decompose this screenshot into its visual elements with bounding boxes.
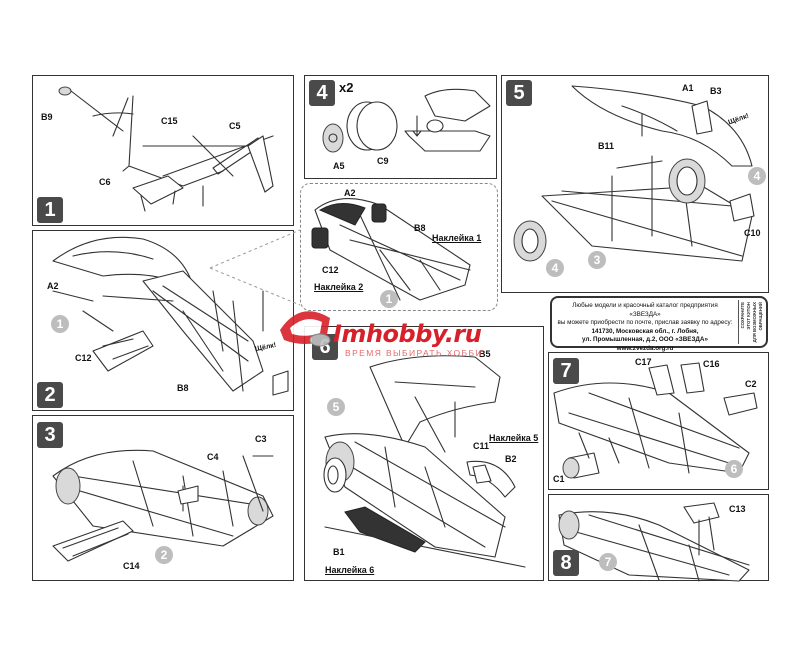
label-c13: C13 — [729, 504, 746, 514]
label-b5: B5 — [479, 349, 491, 359]
step-7-panel: 7 C17 C16 C2 6 C1 — [548, 352, 769, 490]
coupon-url[interactable]: www.zvezda.org.ru — [616, 344, 674, 352]
step-5-illustration — [513, 85, 755, 262]
label-c16: C16 — [703, 359, 720, 369]
coupon-line-4: ул. Промышленная, д.2, ООО «ЗВЕЗДА» — [582, 336, 708, 344]
label-c9: C9 — [377, 156, 389, 166]
step-5-number: 5 — [506, 80, 532, 106]
step-6-panel: B5 5 Наклейка 5 C11 B2 B1 Наклейка 6 — [304, 326, 544, 581]
coupon-line-2: вы можете приобрести по почте, прислав з… — [557, 319, 733, 327]
label-c1: C1 — [553, 474, 565, 484]
watermark-tagline: ВРЕМЯ ВЫБИРАТЬ ХОББИ — [345, 348, 483, 358]
step-3-illustration — [52, 449, 274, 562]
inset-ref-circle-1: 1 — [380, 290, 398, 308]
quantity-x2: x2 — [339, 80, 354, 95]
step-6-illustration — [323, 355, 526, 568]
step-1-illustration — [58, 86, 274, 212]
label-c12: C12 — [75, 353, 92, 363]
watermark-brand[interactable]: Imhobby.ru — [333, 320, 482, 348]
coupon-line-3: 141730, Московская обл., г. Лобня, — [591, 327, 699, 335]
label-b8: B8 — [177, 383, 189, 393]
step-1-panel: B9 C15 C5 C6 1 — [32, 75, 294, 226]
label-c6: C6 — [99, 177, 111, 187]
label-a1: A1 — [682, 83, 694, 93]
label-c4: C4 — [207, 452, 219, 462]
inset-decal-2: Наклейка 2 — [314, 282, 364, 292]
coupon-text: Любые модели и красочный каталог предпри… — [556, 302, 734, 354]
ref-circle-2: 2 — [155, 546, 173, 564]
ref-circle-3: 3 — [588, 251, 606, 269]
step-4-panel: 4 x2 A5 C9 — [304, 75, 497, 179]
label-c17: C17 — [635, 357, 652, 367]
coupon-line-1: Любые модели и красочный каталог предпри… — [572, 302, 718, 318]
detail-inset — [300, 183, 498, 311]
label-b11: B11 — [598, 141, 615, 151]
inset-label-b8: B8 — [414, 223, 426, 233]
step-7-illustration — [553, 362, 758, 479]
ref-circle-6: 6 — [725, 460, 743, 478]
step-4-illustration — [322, 88, 491, 153]
step-1-number: 1 — [37, 197, 63, 223]
label-c5: C5 — [229, 121, 241, 131]
decal-6: Наклейка 6 — [325, 565, 375, 575]
inset-decal-1: Наклейка 1 — [432, 233, 482, 243]
label-b9: B9 — [41, 112, 53, 122]
label-c15: C15 — [161, 116, 178, 126]
ref-circle-7: 7 — [599, 553, 617, 571]
step-8-panel: 8 C13 7 — [548, 494, 769, 582]
step-2-illustration — [52, 236, 289, 396]
label-c2: C2 — [745, 379, 757, 389]
label-c10: C10 — [744, 228, 761, 238]
step-4-number: 4 — [309, 80, 335, 106]
ref-circle-5: 5 — [327, 398, 345, 416]
step-2-panel: A2 1 C12 B8 Щёлк! 2 — [32, 230, 294, 411]
inset-label-c12: C12 — [322, 265, 339, 275]
step-2-number: 2 — [37, 382, 63, 408]
label-a5: A5 — [333, 161, 345, 171]
step-3-panel: C3 C4 2 C14 3 — [32, 415, 294, 581]
label-c11: C11 — [473, 441, 490, 451]
step-3-number: 3 — [37, 422, 63, 448]
label-b2: B2 — [505, 454, 517, 464]
inset-label-a2: A2 — [344, 188, 356, 198]
step-5-panel: 5 A1 B3 Щёлк! B11 4 C10 3 4 — [501, 75, 769, 293]
coupon-side-text: СОХРАНИТЕ ЭТОТ КУПОН ДЛЯ ВОЗМОЖНЫХ ОБРАЩ… — [738, 300, 765, 344]
ref-circle-4a: 4 — [748, 167, 766, 185]
decal-5: Наклейка 5 — [489, 433, 539, 443]
label-c14: C14 — [123, 561, 140, 571]
catalog-coupon: Любые модели и красочный каталог предпри… — [550, 296, 768, 352]
ref-circle-1: 1 — [51, 315, 69, 333]
step-7-number: 7 — [553, 358, 579, 384]
ref-circle-4b: 4 — [546, 259, 564, 277]
label-c3: C3 — [255, 434, 267, 444]
step-8-number: 8 — [553, 550, 579, 576]
label-b3: B3 — [710, 86, 722, 96]
label-a2: A2 — [47, 281, 59, 291]
label-b1: B1 — [333, 547, 345, 557]
